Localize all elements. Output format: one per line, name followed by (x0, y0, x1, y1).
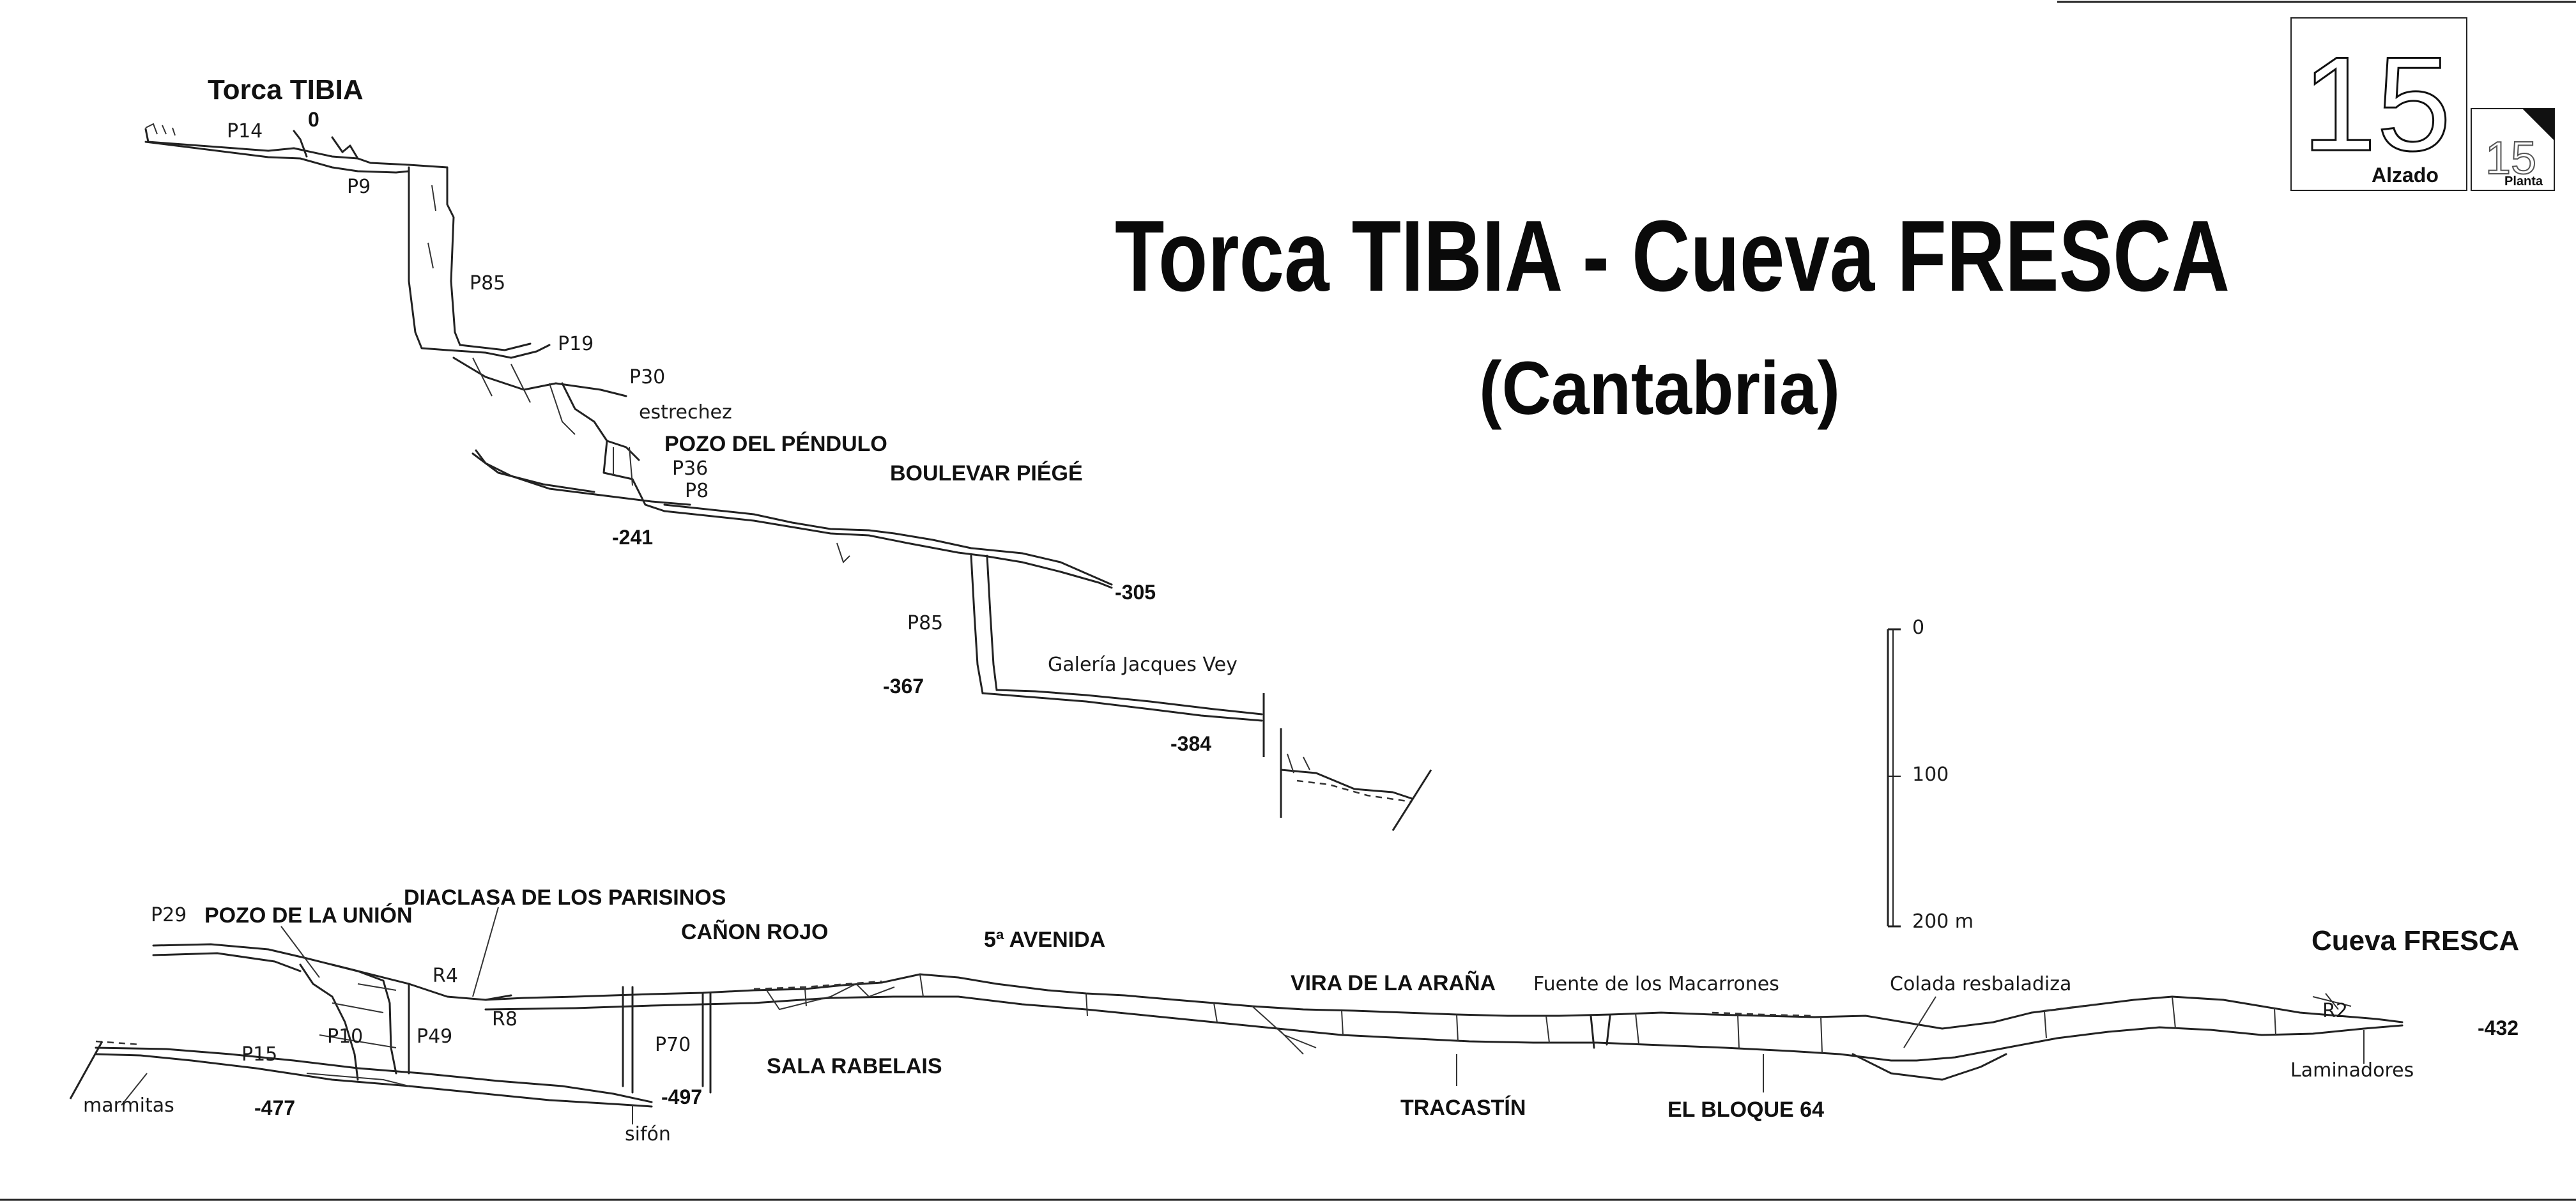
depth-241: -241 (612, 526, 653, 549)
pitch-p29: P29 (151, 904, 187, 926)
depth-entrance: 0 (308, 108, 319, 131)
map-subtitle: (Cantabria) (1479, 346, 1840, 431)
cave-name-fresca: Cueva FRESCA (2312, 925, 2519, 956)
survey-labels: Torca TIBIA Cueva FRESCA 0 -241 -305 -36… (83, 74, 2519, 1146)
pitch-r2: R2 (2322, 1000, 2348, 1022)
label-boulevar-piege: BOULEVAR PIÉGÉ (890, 461, 1083, 486)
label-estrechez: estrechez (639, 401, 732, 424)
depth-432: -432 (2478, 1016, 2518, 1039)
pitch-p30: P30 (629, 366, 665, 388)
label-diaclasa-parisinos: DIACLASA DE LOS PARISINOS (404, 885, 726, 910)
badge-planta: 15 Planta (2471, 108, 2555, 191)
label-sala-rabelais: SALA RABELAIS (767, 1054, 942, 1078)
label-fuente-macarrones: Fuente de los Macarrones (1533, 973, 1779, 995)
pitch-p15: P15 (241, 1043, 277, 1066)
label-pozo-pendulo: POZO DEL PÉNDULO (664, 432, 887, 456)
depth-305: -305 (1115, 581, 1156, 604)
depth-477: -477 (254, 1096, 295, 1119)
sheet-badge: 15 Alzado 15 Planta (2290, 17, 2555, 191)
scale-tick-0: 0 (1912, 617, 1924, 639)
label-sifon: sifón (625, 1123, 671, 1146)
badge-number: 15 (2302, 29, 2451, 179)
pitch-p14: P14 (227, 120, 263, 142)
pitch-p49: P49 (417, 1025, 452, 1048)
pitch-r4: R4 (433, 965, 458, 987)
pitch-p36: P36 (672, 457, 708, 480)
depth-384: -384 (1170, 732, 1211, 755)
label-el-bloque-64: EL BLOQUE 64 (1667, 1098, 1824, 1122)
label-marmitas: marmitas (83, 1094, 174, 1117)
label-vira-arana: VIRA DE LA ARAÑA (1291, 971, 1496, 995)
badge-small-label: Planta (2504, 174, 2543, 188)
scale-tick-100: 100 (1912, 763, 1949, 786)
badge-label: Alzado (2372, 164, 2439, 187)
badge-small-number: 15 (2485, 133, 2536, 184)
pitch-p85-upper: P85 (470, 272, 505, 295)
label-laminadores: Laminadores (2290, 1059, 2414, 1082)
label-canon-rojo: CAÑON ROJO (681, 920, 828, 944)
pitch-p10: P10 (327, 1025, 363, 1048)
pitch-p70: P70 (655, 1034, 691, 1056)
scale-bar: 0 100 200 m (1887, 617, 1974, 933)
label-5a-avenida: 5ª AVENIDA (984, 928, 1105, 952)
pitch-p9: P9 (347, 176, 371, 198)
cave-name-tibia: Torca TIBIA (208, 74, 364, 105)
label-colada-resbaladiza: Colada resbaladiza (1890, 973, 2071, 995)
pitch-p19: P19 (558, 333, 594, 355)
label-pozo-union: POZO DE LA UNIÓN (204, 903, 413, 928)
torca-tibia-profile (144, 123, 1432, 831)
depth-367: -367 (883, 675, 924, 698)
pitch-p85-lower: P85 (907, 612, 943, 634)
pitch-p8: P8 (685, 480, 709, 502)
pitch-r8: R8 (492, 1008, 518, 1031)
scale-tick-200: 200 m (1912, 910, 1974, 933)
label-tracastin: TRACASTÍN (1400, 1096, 1526, 1120)
label-galeria-jacques-vey: Galería Jacques Vey (1048, 654, 1238, 676)
cueva-fresca-profile (69, 943, 2404, 1108)
depth-497: -497 (661, 1085, 702, 1108)
map-title: Torca TIBIA - Cueva FRESCA (1115, 200, 2230, 312)
